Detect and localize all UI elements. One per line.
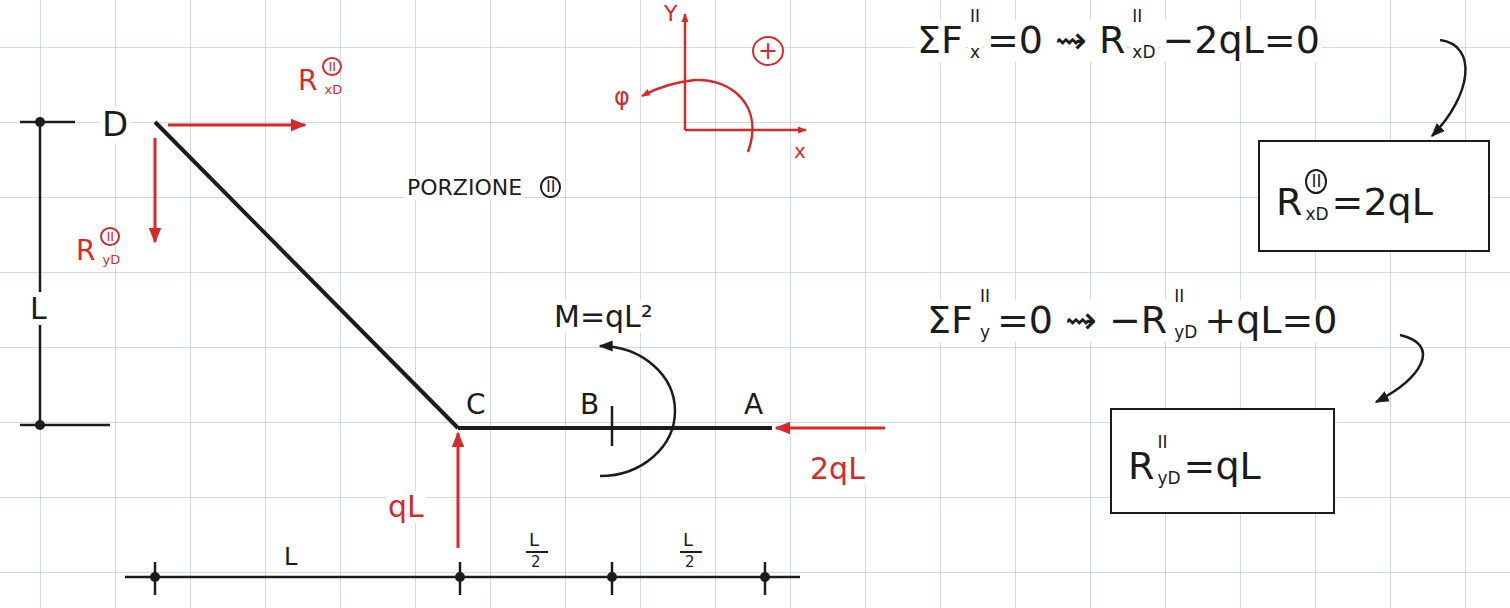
point-label: D bbox=[100, 106, 130, 143]
portion-number: II bbox=[540, 176, 561, 198]
reaction-label: II bbox=[322, 57, 342, 76]
point-label: B bbox=[578, 390, 601, 421]
force-arrow bbox=[776, 427, 885, 430]
dimension-dot bbox=[150, 572, 160, 582]
fraction-bar bbox=[680, 551, 702, 553]
force-arrow bbox=[457, 433, 460, 548]
result-box: RII xD=2qL bbox=[1258, 140, 1490, 252]
point-label: C bbox=[464, 390, 488, 421]
dimension-dot bbox=[35, 117, 45, 127]
equilibrium-equation: ΣF bbox=[925, 300, 975, 342]
dimension-label: L bbox=[681, 530, 695, 550]
point-tick bbox=[611, 406, 614, 446]
result-term: R bbox=[1276, 182, 1302, 224]
equilibrium-equation: xD bbox=[1130, 43, 1157, 62]
dimension-tick bbox=[20, 424, 110, 427]
dimension-label: 2 bbox=[683, 554, 697, 571]
result-term: xD bbox=[1305, 205, 1328, 224]
reaction-label: R bbox=[296, 66, 319, 97]
reaction-label: II bbox=[100, 227, 120, 246]
reaction-arrow bbox=[154, 138, 157, 242]
equilibrium-equation: ΣF bbox=[915, 20, 965, 62]
sign-convention: + bbox=[752, 36, 784, 66]
equilibrium-equation: II bbox=[968, 7, 982, 26]
result-term: II bbox=[1305, 169, 1327, 194]
reaction-label: xD bbox=[322, 83, 344, 97]
equilibrium-equation: x bbox=[968, 43, 982, 62]
equilibrium-equation: II bbox=[1130, 7, 1144, 26]
equilibrium-equation: =0 ⇝ −R bbox=[995, 300, 1169, 342]
point-label: A bbox=[742, 390, 765, 421]
dimension-label: L bbox=[28, 292, 49, 325]
dimension-dot bbox=[35, 420, 45, 430]
result-term: yD bbox=[1157, 469, 1180, 488]
dimension-tick bbox=[20, 121, 75, 124]
equilibrium-equation: −2qL=0 bbox=[1161, 20, 1322, 62]
result-pointer bbox=[1432, 40, 1465, 136]
axis-x bbox=[685, 129, 806, 132]
dimension-line bbox=[39, 122, 42, 425]
result-term: =qL bbox=[1184, 446, 1261, 488]
result-pointer bbox=[1376, 335, 1423, 402]
portion-title: PORZIONE bbox=[405, 176, 524, 200]
moment-arc bbox=[600, 346, 675, 476]
dimension-label: 2 bbox=[529, 554, 543, 571]
result-term: =2qL bbox=[1332, 182, 1433, 224]
equilibrium-equation: =0 ⇝ R bbox=[985, 20, 1127, 62]
equilibrium-equation: +qL=0 bbox=[1202, 300, 1339, 342]
result-box: RII yD=qL bbox=[1110, 408, 1335, 514]
dimension-label: L bbox=[527, 530, 541, 550]
force-label: 2qL bbox=[808, 452, 867, 485]
dimension-dot bbox=[607, 572, 617, 582]
equilibrium-equation: yD bbox=[1172, 323, 1199, 342]
force-label: qL bbox=[386, 490, 426, 523]
reaction-label: yD bbox=[100, 253, 122, 267]
result-term: II bbox=[1157, 433, 1167, 452]
dimension-label: L bbox=[282, 544, 299, 570]
rotation-arc bbox=[642, 80, 752, 152]
axis-label: x bbox=[792, 140, 808, 162]
axis-label: Y bbox=[662, 2, 679, 26]
dimension-dot bbox=[760, 572, 770, 582]
equilibrium-equation: y bbox=[978, 323, 992, 342]
moment-label: M=qL² bbox=[552, 300, 655, 333]
reaction-arrow bbox=[168, 124, 305, 127]
equilibrium-equation: II bbox=[1172, 287, 1186, 306]
fraction-bar bbox=[526, 551, 548, 553]
axis-y bbox=[684, 14, 687, 130]
dimension-dot bbox=[455, 572, 465, 582]
reaction-label: R bbox=[74, 236, 97, 267]
inclined-member bbox=[155, 122, 458, 428]
result-term: R bbox=[1128, 446, 1154, 488]
axis-label: φ bbox=[612, 84, 632, 110]
equilibrium-equation: II bbox=[978, 287, 992, 306]
horizontal-beam bbox=[458, 426, 772, 430]
